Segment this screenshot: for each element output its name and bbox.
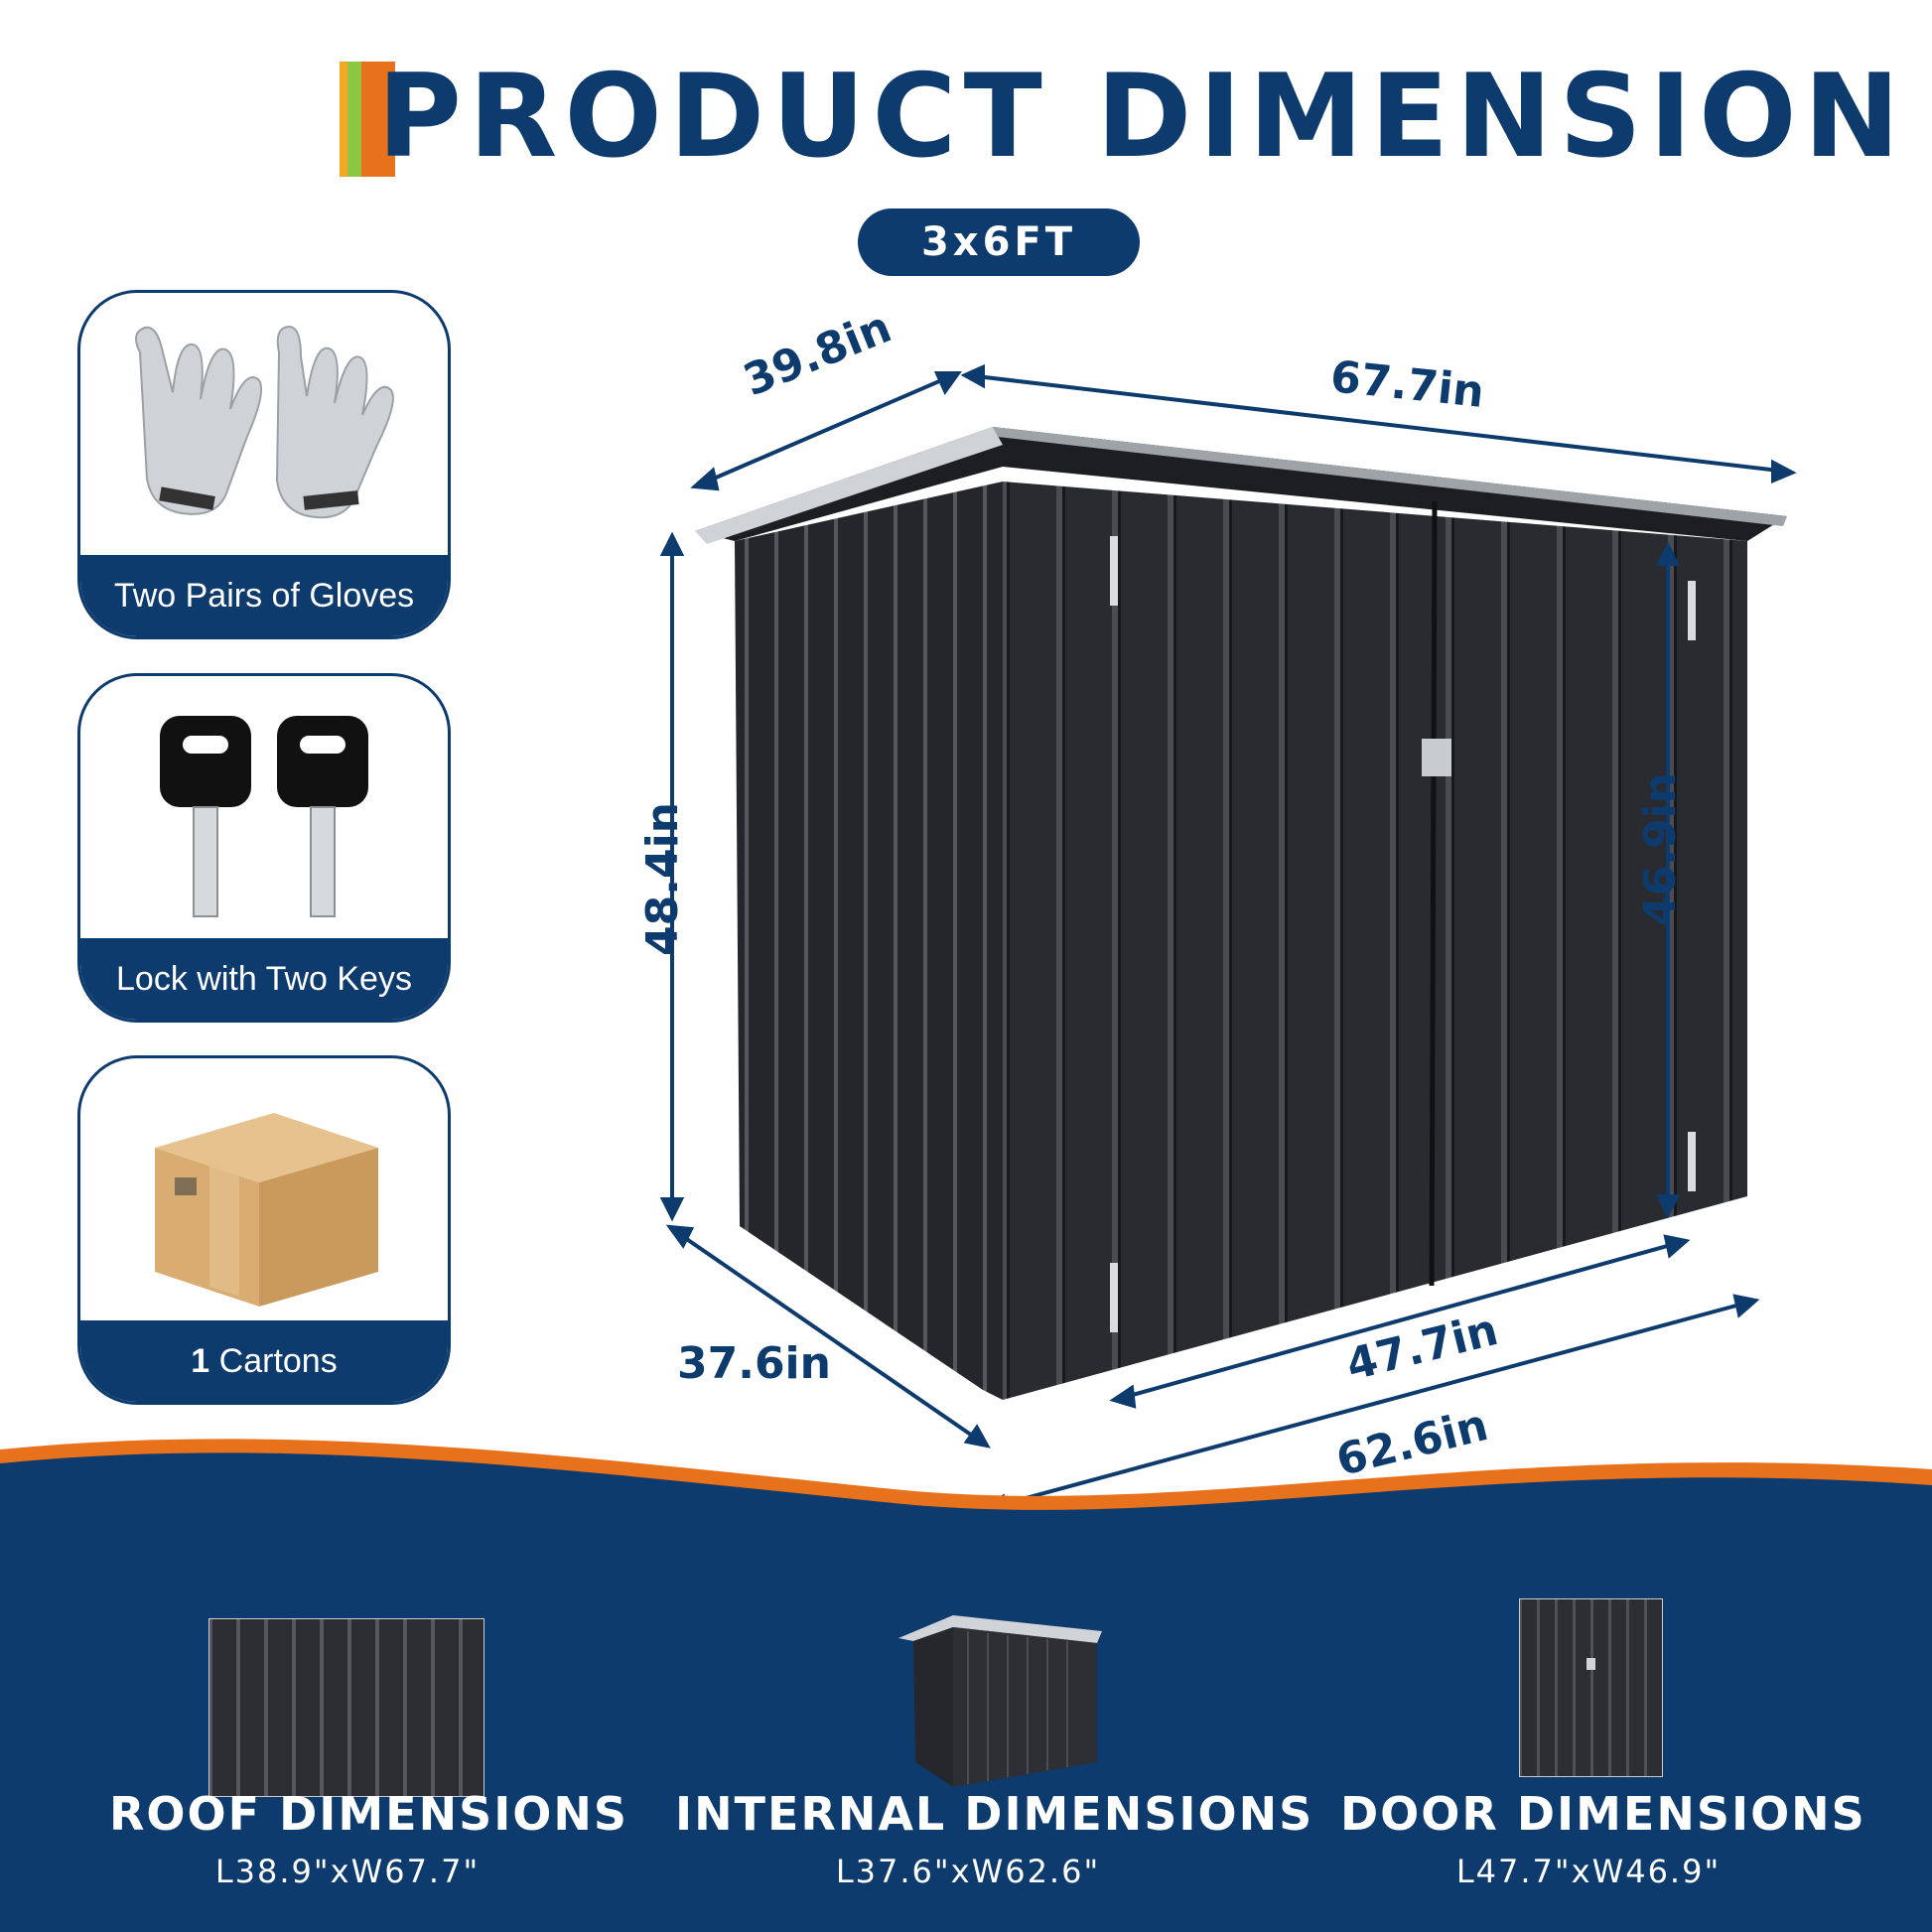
title-accent-icon <box>340 62 395 177</box>
door-dimensions-title: DOOR DIMENSIONS <box>1340 1787 1866 1841</box>
internal-thumbnail <box>898 1615 1102 1787</box>
shed-front-panel <box>1003 482 1747 1400</box>
carton-label: Cartons <box>218 1342 338 1380</box>
carton-count: 1 <box>191 1342 210 1380</box>
roof-dimensions-value: L38.9"xW67.7" <box>214 1853 481 1890</box>
accessory-card-carton: 1 Cartons <box>77 1055 451 1405</box>
accessory-label: Two Pairs of Gloves <box>80 555 448 636</box>
dim-total-height: 48.4in <box>636 802 688 956</box>
internal-dimensions-value: L37.6"xW62.6" <box>835 1853 1101 1890</box>
page-title: PRODUCT DIMENSION <box>377 50 1907 184</box>
door-lock-icon <box>1422 739 1451 776</box>
roof-dimensions-title: ROOF DIMENSIONS <box>109 1787 629 1841</box>
accessory-label: 1 Cartons <box>80 1320 448 1402</box>
door-dimensions-value: L47.7"xW46.9" <box>1455 1853 1722 1890</box>
keys-icon <box>160 716 368 917</box>
accessory-label: Lock with Two Keys <box>80 938 448 1020</box>
door-thumbnail <box>1519 1598 1663 1777</box>
size-badge: 3x6FT <box>858 208 1140 276</box>
shed-illustration <box>659 363 1797 1499</box>
carton-box-icon <box>155 1113 378 1307</box>
accessory-card-keys: Lock with Two Keys <box>77 673 451 1023</box>
dim-door-height: 46.9in <box>1634 772 1686 926</box>
gloves-icon <box>135 325 394 519</box>
dim-base-depth: 37.6in <box>677 1338 831 1389</box>
roof-thumbnail <box>208 1618 484 1797</box>
accessory-card-gloves: Two Pairs of Gloves <box>77 290 451 639</box>
shed-side-panel <box>735 482 1003 1400</box>
internal-dimensions-title: INTERNAL DIMENSIONS <box>675 1787 1314 1841</box>
